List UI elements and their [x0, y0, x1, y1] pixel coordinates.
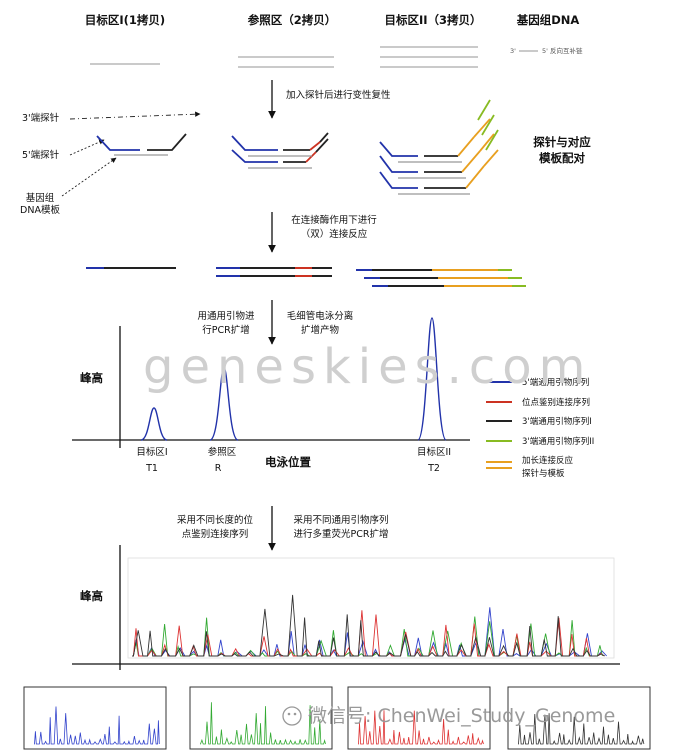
peak-code-reference: R [215, 463, 222, 474]
step2-label-line2: （双）连接反应 [301, 228, 368, 240]
step3-label-line2: 行PCR扩增 [202, 324, 249, 336]
annealing-label-line2: 模板配对 [539, 151, 585, 165]
ep2-trace-4 [132, 594, 606, 657]
ep1-peaks [140, 317, 447, 441]
annealing-label-line1: 探针与对应 [533, 135, 591, 149]
step3-label-line1: 用通用引物进 [197, 310, 255, 322]
legend-label-5-prime: 5'端通用引物序列 [522, 377, 589, 388]
ligation-products [86, 267, 526, 287]
probe-set-target-2 [379, 99, 499, 195]
legend-label-locus: 位点鉴别连接序列 [522, 397, 590, 408]
peak-code-target-2: T2 [427, 463, 440, 474]
step4-left-line1: 采用不同长度的位 [177, 514, 254, 526]
peak-label-target-2: 目标区II [417, 446, 451, 458]
legend: 5'端通用引物序列 位点鉴别连接序列 3'端通用引物序列I 3'端通用引物序列I… [486, 377, 594, 479]
strand-3-prime: 3' [510, 47, 516, 55]
peak-label-target-1: 目标区I [136, 446, 167, 458]
probe-3-prime-label: 3'端探针 [22, 112, 60, 124]
header-genomic-dna: 基因组DNA [516, 13, 580, 27]
thumb-blue [23, 686, 167, 750]
thumb-trace-2 [200, 702, 326, 745]
strand-5-prime-label: 5' 反向互补链 [542, 46, 583, 55]
peak-code-target-1: T1 [145, 463, 158, 474]
ep1-x-label: 电泳位置 [265, 455, 311, 469]
legend-label-extension-line2: 探针与模板 [522, 468, 565, 479]
probe-5-pointer [69, 139, 105, 156]
wechat-icon [282, 706, 302, 726]
probe-set-reference [231, 132, 329, 169]
probe-5-prime-label: 5'端探针 [22, 149, 60, 161]
thumb-trace-1 [34, 706, 160, 745]
probe-set-target-1 [96, 133, 187, 156]
step3-right-line2: 扩增产物 [301, 324, 340, 336]
peak-label-reference: 参照区 [208, 446, 237, 458]
legend-label-extension-line1: 加长连接反应 [522, 455, 574, 466]
legend-label-3-prime-1: 3'端通用引物序列I [522, 416, 592, 427]
step3-right-line1: 毛细管电泳分离 [287, 310, 354, 322]
step2-label-line1: 在连接酶作用下进行 [291, 214, 377, 226]
probe-3-pointer [69, 111, 201, 120]
thumb-red [347, 686, 491, 750]
ep1-y-label: 峰高 [80, 371, 103, 385]
thumb-trace-4 [518, 713, 645, 745]
ep2-traces [132, 594, 608, 657]
thumbnail-panels [23, 686, 651, 750]
ep2-plot-frame [127, 557, 615, 659]
step1-label: 加入探针后进行变性复性 [286, 89, 391, 101]
step4-left-line2: 点鉴别连接序列 [182, 528, 249, 540]
watermark-wechat-text: 微信号: ChenWei_Study_Genome [308, 705, 615, 727]
step4-right-line1: 采用不同通用引物序列 [293, 514, 388, 526]
header-reference-region: 参照区（2拷贝） [247, 13, 337, 27]
header-target-region-2: 目标区II（3拷贝） [384, 13, 481, 27]
watermark-wechat: 微信号: ChenWei_Study_Genome [282, 705, 615, 727]
ep2-y-label: 峰高 [80, 589, 103, 603]
header-target-region-1: 目标区I(1拷贝) [85, 13, 165, 27]
template-label-line1: 基因组 [26, 192, 55, 204]
thumb-trace-3 [358, 710, 484, 745]
template-label-line2: DNA模板 [20, 204, 60, 216]
ep2-trace-3 [132, 610, 605, 657]
template-pointer [61, 157, 117, 197]
legend-label-3-prime-2: 3'端通用引物序列II [522, 436, 594, 447]
watermark-site: geneskies.com [143, 339, 592, 395]
ep2-trace-1 [132, 607, 608, 657]
step4-right-line2: 进行多重荧光PCR扩增 [294, 528, 389, 540]
copy-lines [90, 46, 538, 68]
